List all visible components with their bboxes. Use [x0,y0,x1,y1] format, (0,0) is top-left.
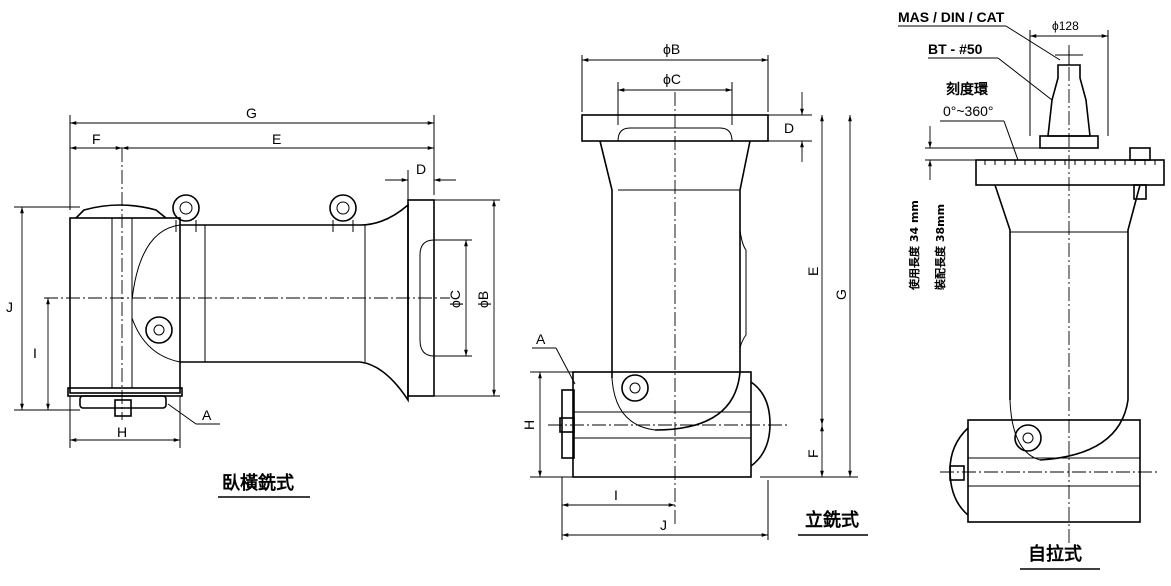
dimension-label: 0°~360° [943,103,994,119]
dimension-label: 使用長度 34 mm [907,200,921,291]
dimension-label: D [784,120,794,136]
lifting-eye-right [329,194,357,232]
horizontal-view: G F E D J I H A ϕC ϕB [6,105,500,498]
horizontal-housing [69,217,181,394]
dimension-label: BT - #50 [928,41,983,57]
vertical-view: ϕB ϕC D E G F H A I [521,41,868,540]
dimension-label: 刻度環 [946,81,989,97]
dimension-label: I [33,345,37,361]
horizontal-knob [145,316,173,344]
dimension-label: E [272,131,281,147]
horizontal-top-cap [75,204,167,219]
dimension-label: G [246,105,257,121]
vertical-knob [621,374,649,402]
dimension-label: F [805,449,821,458]
auto-title: 自拉式 [1028,543,1082,565]
dimension-label: E [805,267,821,276]
dimension-label: H [521,420,537,430]
dimension-label: 裝配長度 38mm [933,204,947,291]
dimension-label: ϕC [447,290,463,308]
auto-base [967,419,1141,523]
dial-plate [975,159,1165,186]
horizontal-bottom-nut [79,395,167,409]
dimension-label: J [6,299,13,315]
vertical-title: 立銑式 [805,509,859,531]
horizontal-key [114,399,132,417]
dimension-label: A [536,331,546,347]
dimension-label: I [614,487,618,503]
horizontal-base [67,387,183,397]
dimension-label: ϕB [663,41,680,57]
auto-view: ϕ128 MAS / DIN / CAT BT - #50 刻度環 0°~360… [898,9,1165,570]
dimension-label: G [833,289,849,300]
dimension-label: D [416,161,426,177]
dimension-label: ϕC [663,71,681,87]
dimension-label: MAS / DIN / CAT [898,9,1005,25]
vertical-base [572,371,752,478]
auto-body [994,184,1141,461]
dimension-label: ϕB [475,291,491,308]
auto-knob [1014,424,1042,452]
dimension-label: F [92,131,101,147]
dimension-label: J [660,517,667,533]
dimension-label: ϕ128 [1052,19,1079,33]
dimension-label: H [117,424,127,440]
horizontal-body [180,203,409,403]
horizontal-title: 臥橫銑式 [222,472,294,494]
dimension-label: A [202,407,212,423]
lifting-eye-left [172,194,200,232]
